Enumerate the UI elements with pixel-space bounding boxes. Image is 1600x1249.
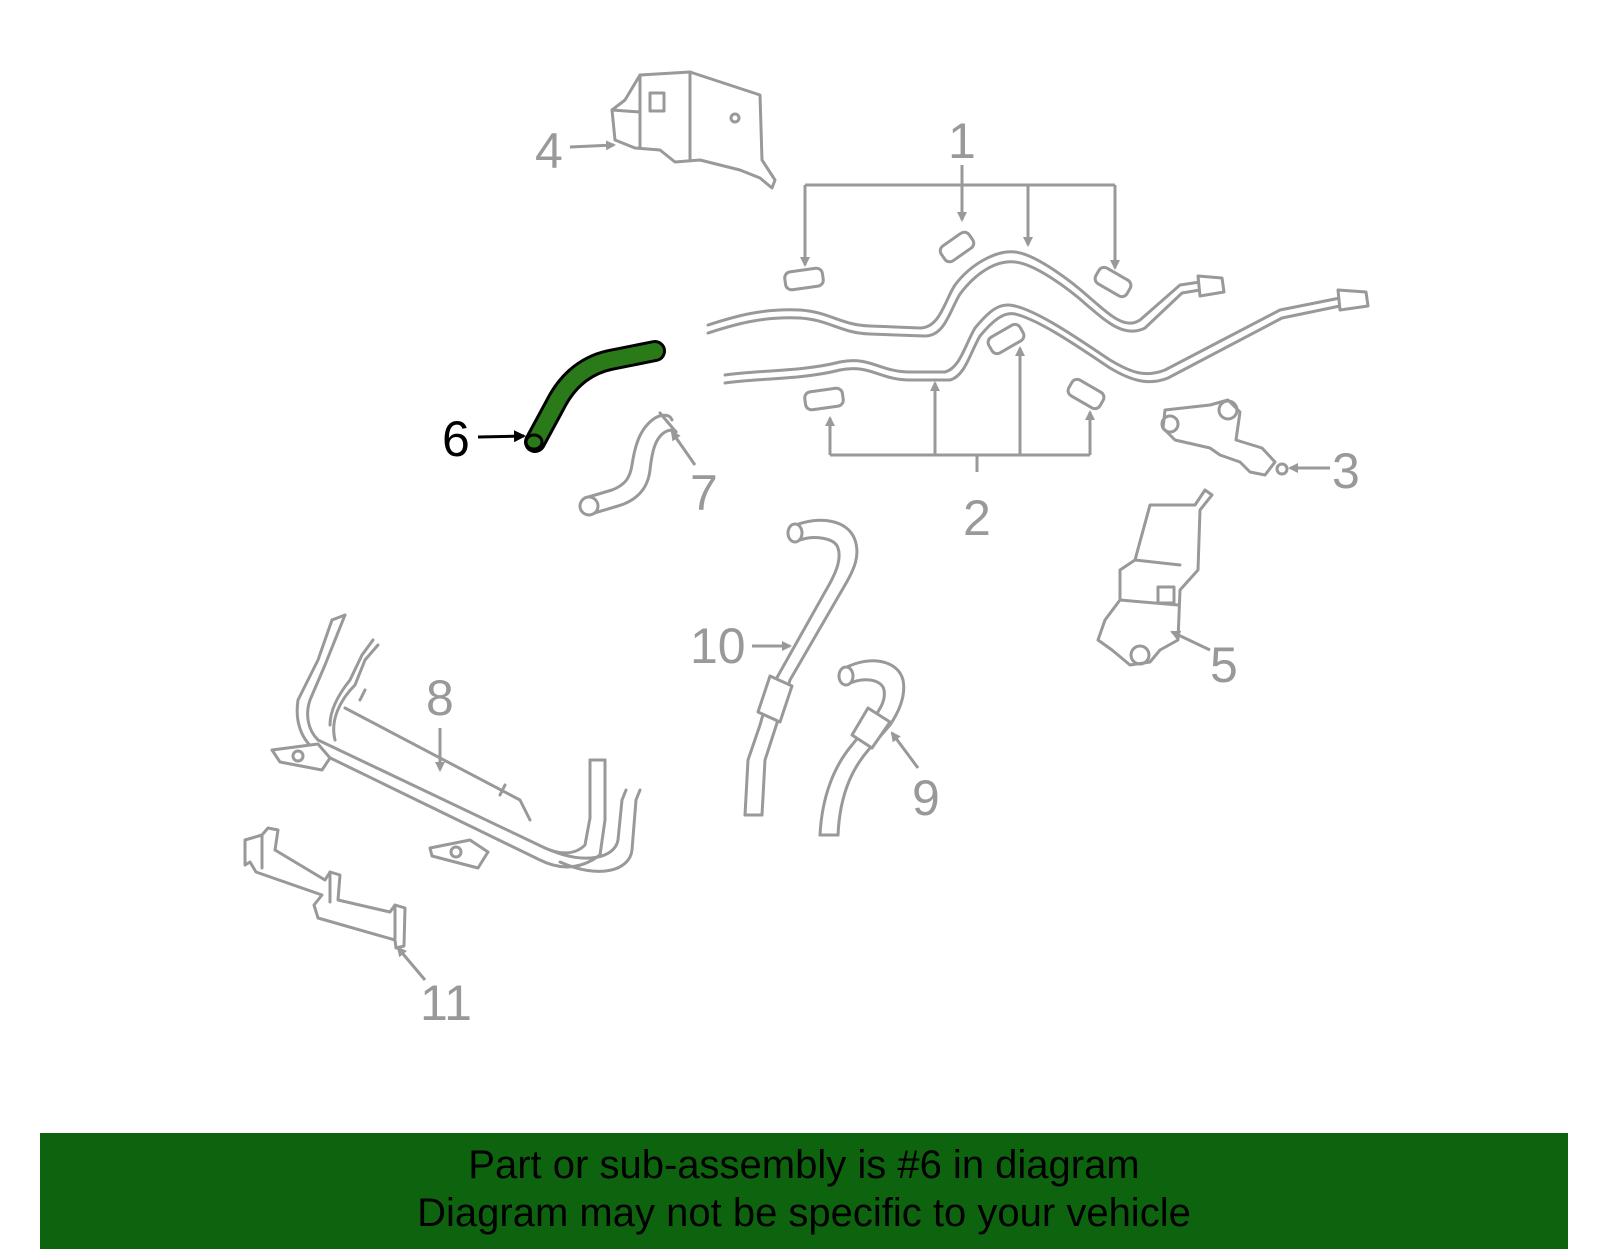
part-6-hose[interactable] xyxy=(524,340,666,453)
callout-2: 2 xyxy=(963,490,991,546)
part-4-bracket[interactable] xyxy=(610,70,777,190)
callout-3: 3 xyxy=(1332,443,1360,499)
part-11-bracket[interactable] xyxy=(243,826,407,950)
callout-7: 7 xyxy=(690,465,718,521)
part-2-pipe-assembly[interactable] xyxy=(723,288,1370,412)
part-7-hose[interactable] xyxy=(578,411,678,517)
callout-9: 9 xyxy=(912,770,940,826)
callout-8: 8 xyxy=(426,670,454,726)
callout-1: 1 xyxy=(948,113,976,169)
callout-11: 11 xyxy=(420,975,472,1031)
leader-lines xyxy=(396,140,1330,981)
banner-line-2: Diagram may not be specific to your vehi… xyxy=(417,1191,1191,1235)
part-8-cooler[interactable] xyxy=(270,613,642,873)
callout-10: 10 xyxy=(690,618,746,674)
callout-4: 4 xyxy=(535,123,563,179)
part-1-pipe-assembly[interactable] xyxy=(706,230,1226,338)
part-5-bracket[interactable] xyxy=(1096,488,1214,667)
callout-6: 6 xyxy=(442,411,470,467)
callout-5: 5 xyxy=(1210,637,1238,693)
banner-line-1: Part or sub-assembly is #6 in diagram xyxy=(468,1143,1140,1187)
part-10-hose[interactable] xyxy=(743,518,859,817)
part-3-union-fitting[interactable] xyxy=(1160,398,1289,477)
part-9-hose[interactable] xyxy=(818,659,906,837)
info-banner: Part or sub-assembly is #6 in diagram Di… xyxy=(40,1133,1568,1249)
